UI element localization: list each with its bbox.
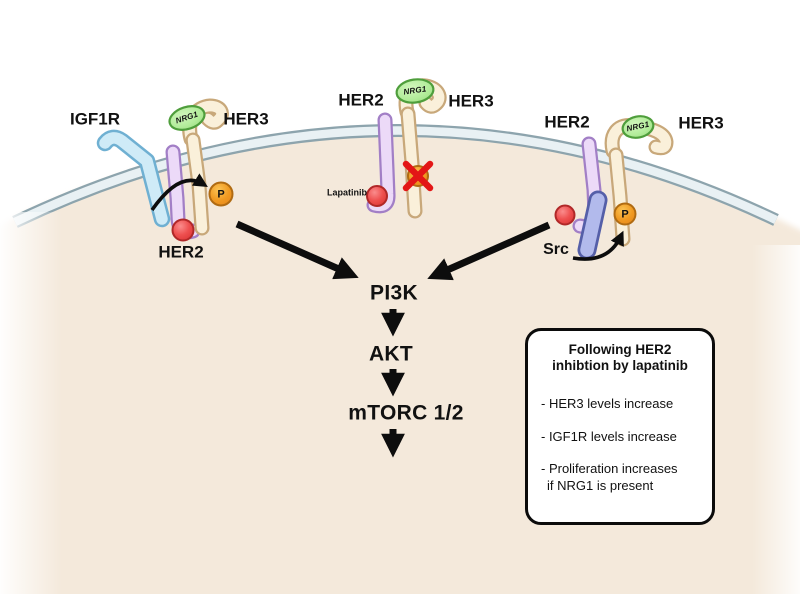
her3-left-label: HER3: [223, 109, 269, 129]
inhibitor-ball-left: [171, 218, 195, 242]
receptor-complex-left: [96, 98, 234, 242]
membrane-core: [13, 126, 778, 226]
her3-right-stalk-fill: [610, 149, 629, 245]
nrg1-ligand-right: [621, 115, 655, 139]
info-box-title-line1: Following HER2: [568, 342, 672, 357]
her2-left-label: HER2: [158, 242, 204, 262]
mtorc-node: mTORC 1/2: [348, 401, 464, 425]
phospho-site-left: [208, 181, 234, 207]
igf1r-label: IGF1R: [69, 109, 121, 129]
her2-middle-label: HER2: [338, 90, 384, 110]
inhibitor-ball-right: [554, 204, 576, 226]
her3-middle-stalk-fill: [402, 108, 421, 217]
phosphorylation-arrow-right: [572, 230, 624, 261]
src-label: Src: [543, 241, 569, 258]
her3-right-head-fill: [606, 120, 672, 157]
lapatinib-label: Lapatinib: [327, 187, 367, 198]
her2-right-label: HER2: [544, 112, 590, 132]
blocked-x-icon: [402, 160, 434, 192]
info-box-item: - HER3 levels increase: [541, 396, 674, 411]
src-kinase-fill: [580, 193, 605, 257]
igf1r-receptor-fill: [99, 132, 168, 225]
receptor-complex-middle: [366, 78, 447, 219]
nrg1-ligand-middle: [395, 78, 435, 104]
phosphorylation-arrow-left: [150, 173, 208, 212]
info-box: Following HER2 inhibtion by lapatinib - …: [525, 328, 715, 525]
lapatinib-ball: [366, 185, 388, 207]
akt-node: AKT: [368, 342, 414, 366]
arrow-left-to-pi3k: [235, 220, 359, 280]
info-box-item-continuation: if NRG1 is present: [547, 478, 654, 493]
p-left-label: P: [217, 188, 225, 201]
pi3k-node: PI3K: [370, 281, 418, 305]
signaling-arrows: [235, 220, 551, 458]
info-box-item: - Proliferation increases: [541, 461, 678, 476]
info-box-item: - IGF1R levels increase: [541, 429, 677, 444]
arrow-right-to-pi3k: [427, 221, 551, 281]
p-right-label: P: [621, 208, 629, 221]
nrg1-ligand-left: [168, 105, 206, 131]
info-box-title-line2: inhibtion by lapatinib: [552, 358, 688, 373]
receptor-complex-right: [554, 115, 674, 261]
plasma-membrane: [12, 124, 779, 228]
her3-middle-label: HER3: [448, 91, 494, 111]
her3-right-label: HER3: [678, 113, 724, 133]
phospho-site-right: [613, 202, 637, 226]
